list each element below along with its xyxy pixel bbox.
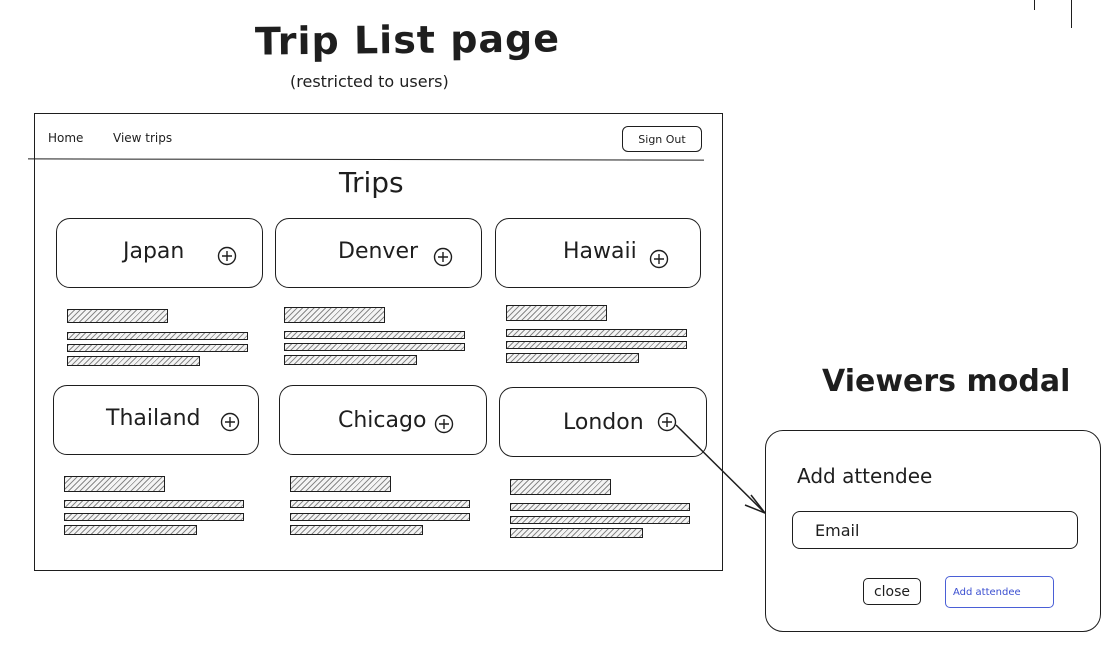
page-subtitle: (restricted to users) [290, 72, 449, 91]
plus-circle-icon[interactable] [434, 414, 454, 434]
plus-circle-icon[interactable] [217, 246, 237, 266]
trips-heading: Trips [339, 166, 404, 199]
add-attendee-button[interactable]: Add attendee [945, 576, 1054, 608]
page-title: Trip List page [254, 16, 561, 64]
nav-view-trips-link[interactable]: View trips [113, 131, 173, 145]
trip-card-label: Chicago [338, 408, 427, 433]
page-frame [34, 113, 723, 571]
close-button[interactable]: close [863, 578, 921, 605]
plus-circle-icon[interactable] [657, 412, 677, 432]
trip-card-hawaii[interactable]: Hawaii [495, 218, 701, 288]
sign-out-button[interactable]: Sign Out [622, 126, 702, 152]
modal-section-heading: Viewers modal [822, 364, 1071, 399]
corner-mark [1071, 0, 1072, 28]
trip-card-label: Japan [123, 239, 185, 264]
trip-card-thailand[interactable]: Thailand [53, 385, 259, 455]
modal-title: Add attendee [797, 464, 933, 488]
trip-card-label: Thailand [106, 406, 201, 431]
corner-mark [1034, 0, 1035, 10]
plus-circle-icon[interactable] [433, 247, 453, 267]
email-input[interactable] [792, 511, 1078, 549]
plus-circle-icon[interactable] [649, 249, 669, 269]
trip-card-denver[interactable]: Denver [275, 218, 482, 288]
trip-card-label: London [563, 410, 644, 435]
trip-card-label: Denver [338, 239, 419, 264]
trip-card-label: Hawaii [563, 239, 637, 264]
plus-circle-icon[interactable] [220, 412, 240, 432]
trip-card-japan[interactable]: Japan [56, 218, 263, 288]
nav-home-link[interactable]: Home [48, 131, 84, 145]
trip-card-chicago[interactable]: Chicago [279, 385, 487, 455]
trip-card-london[interactable]: London [499, 387, 707, 457]
